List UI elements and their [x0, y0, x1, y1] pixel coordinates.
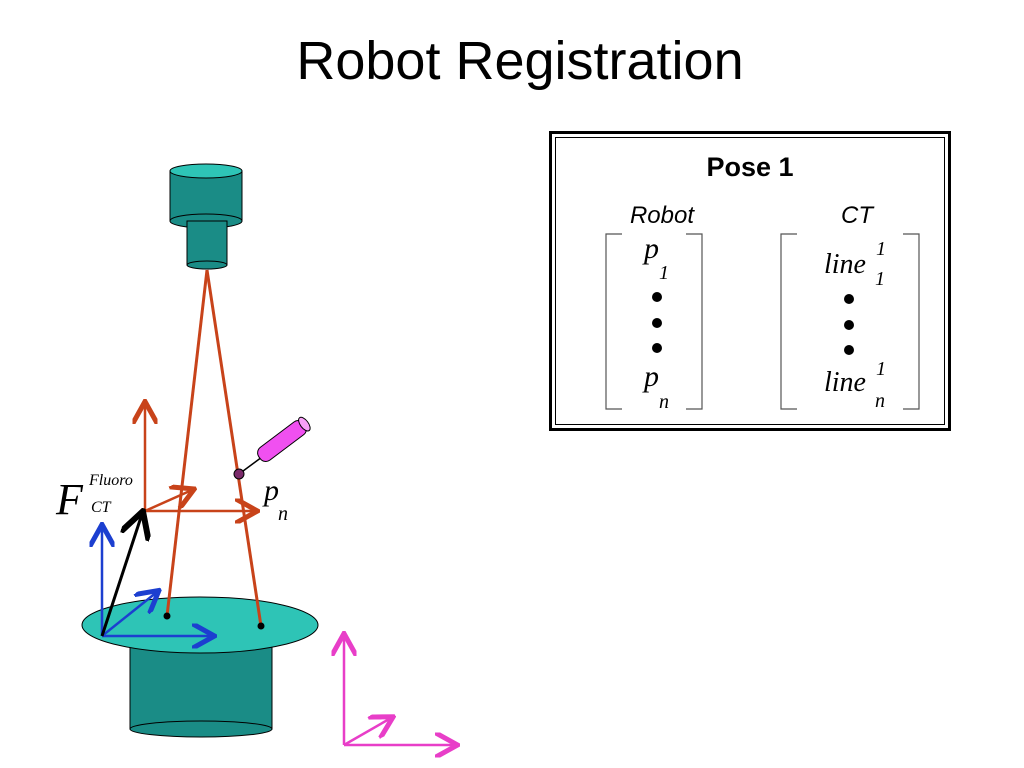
- slide-title: Robot Registration: [296, 31, 744, 91]
- robot-ellipsis-dot-3: [652, 343, 662, 353]
- ct-linen-sub: n: [875, 390, 885, 412]
- ct-line1-sub: 1: [875, 268, 885, 290]
- xray-beam-lines: [165, 269, 263, 627]
- transform-arrow: [100, 514, 142, 637]
- ct-ellipsis-dot-2: [844, 320, 854, 330]
- ct-column-label: CT: [841, 202, 873, 229]
- ct-ellipsis-dot-1: [844, 294, 854, 304]
- robot-pn-base: p: [644, 360, 659, 393]
- point-label-sub: n: [278, 503, 288, 525]
- pose-title: Pose 1: [706, 152, 794, 182]
- robot-p1-base: p: [644, 232, 659, 265]
- point-label-base: p: [264, 474, 279, 507]
- robot-ellipsis-dot-1: [652, 292, 662, 302]
- ct-linen-sup: 1: [876, 358, 886, 380]
- robot-ellipsis-dot-2: [652, 318, 662, 328]
- beam-point-1: [163, 612, 171, 620]
- frame-label: F: [56, 474, 83, 525]
- fluoro-source-icon: [169, 163, 243, 270]
- ct-line1-sup: 1: [876, 238, 886, 260]
- pointer-tool-icon: [233, 416, 311, 480]
- ct-frame-axes: [102, 527, 212, 636]
- ct-ellipsis-dot-3: [844, 345, 854, 355]
- beam-point-2: [257, 622, 265, 630]
- robot-column-label: Robot: [629, 202, 695, 229]
- robot-p1-sub: 1: [659, 262, 669, 284]
- table-icon: [81, 596, 319, 738]
- robot-frame-axes: [344, 636, 455, 745]
- frame-label-sub: CT: [91, 499, 111, 516]
- frame-label-base: F: [56, 475, 83, 524]
- pose-box-inner: Pose 1 Robot CT: [555, 137, 945, 425]
- ct-line1-base: line: [824, 249, 866, 280]
- fluoro-frame-axes: [145, 404, 255, 511]
- ct-linen-base: line: [824, 367, 866, 398]
- frame-label-sup: Fluoro: [89, 472, 133, 489]
- pose-box: Pose 1 Robot CT: [549, 131, 951, 431]
- robot-pn-sub: n: [659, 391, 669, 413]
